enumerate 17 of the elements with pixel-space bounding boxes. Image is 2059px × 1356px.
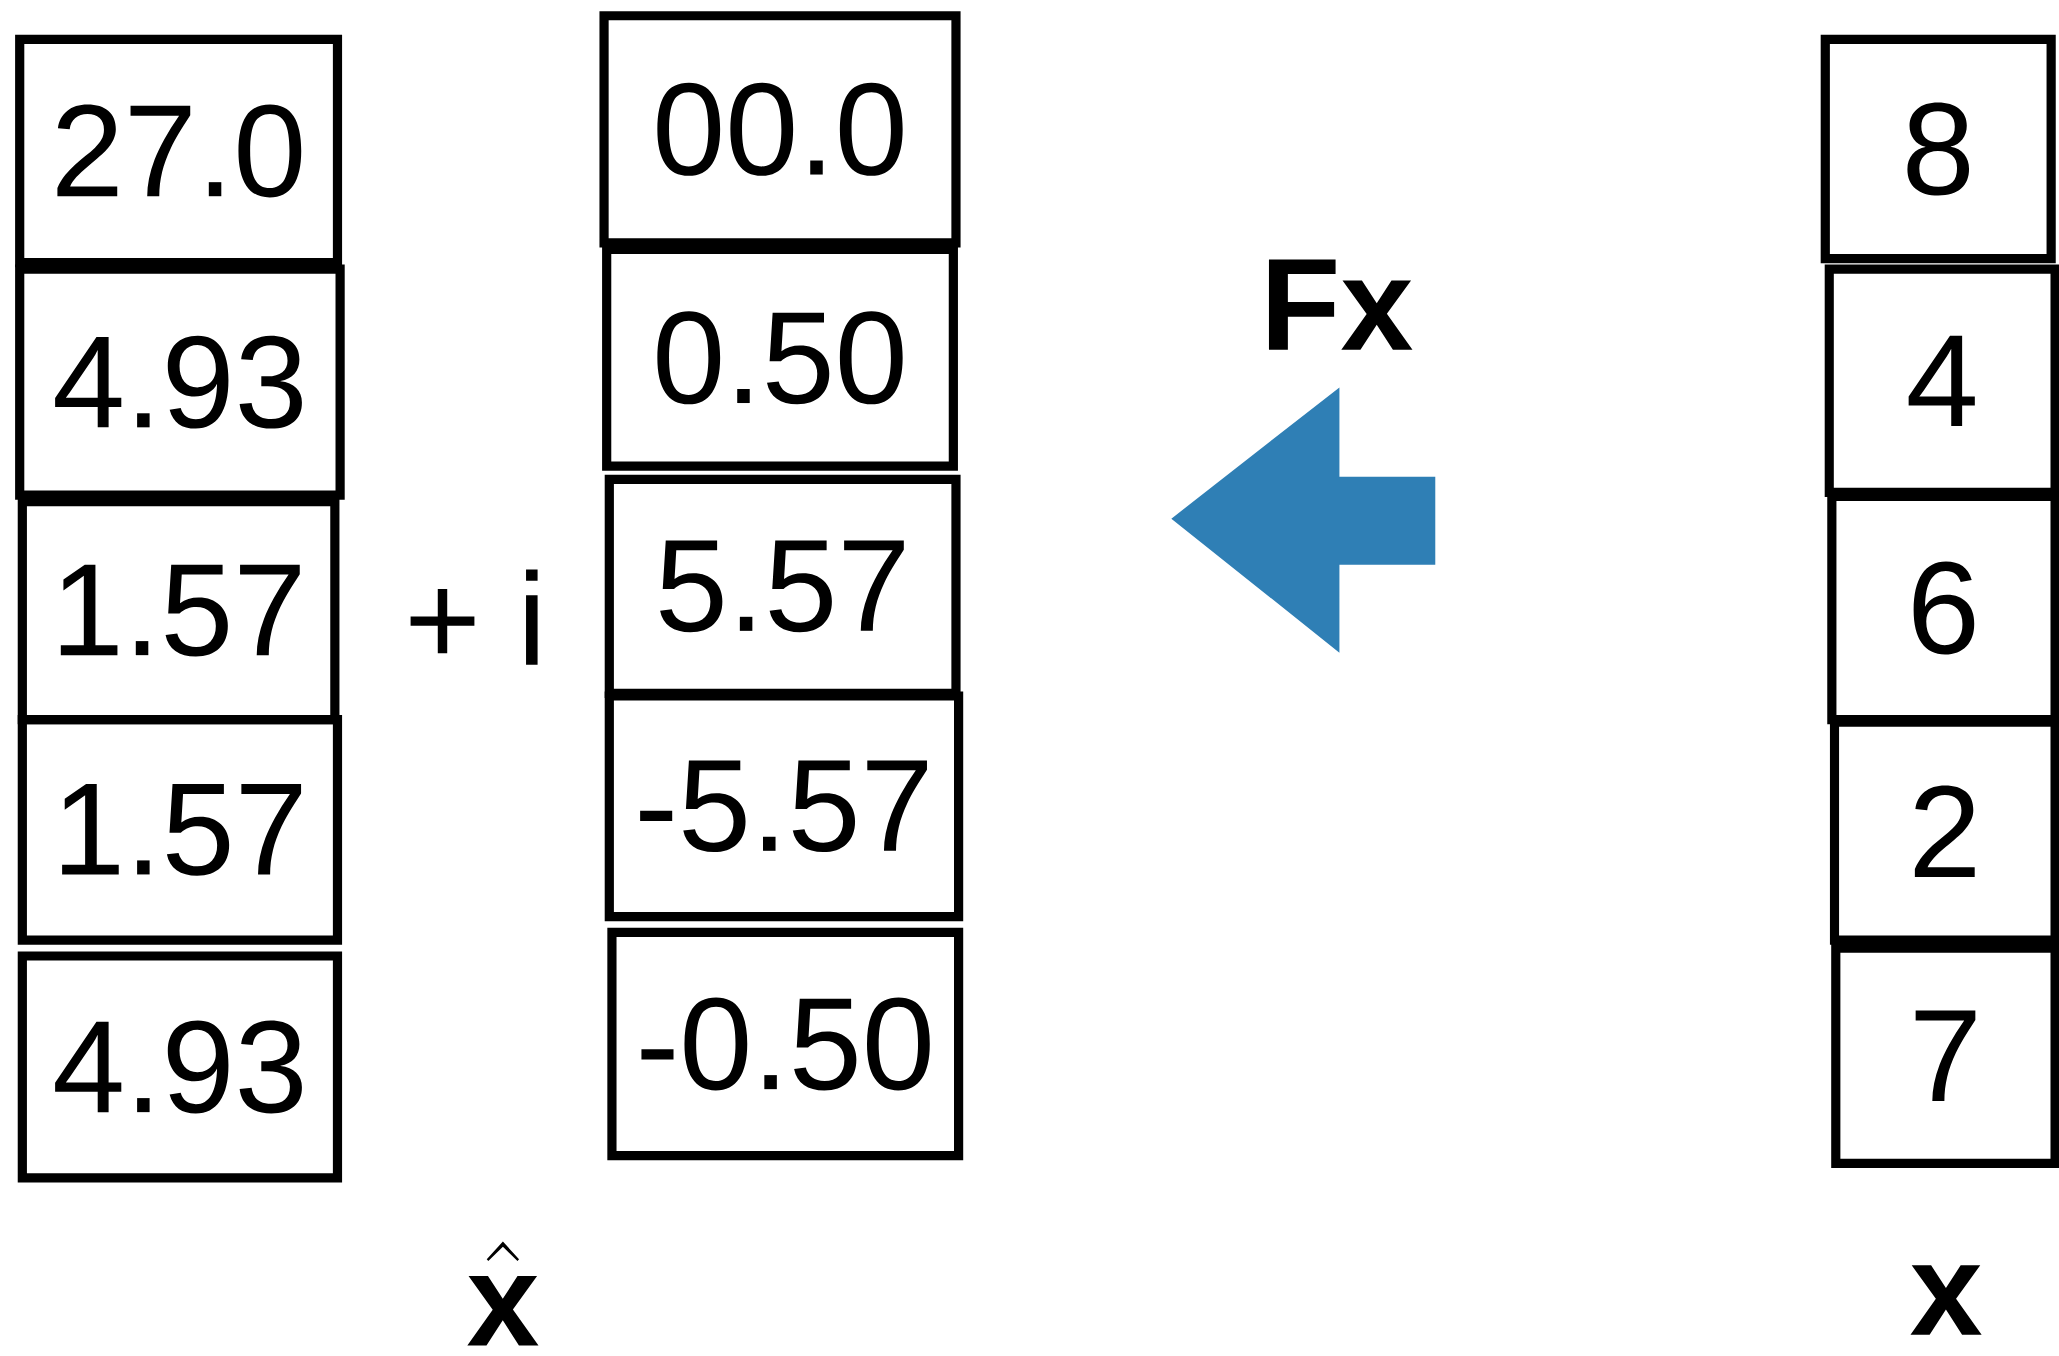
value-box: 27.0 xyxy=(15,34,343,267)
value-box: -0.50 xyxy=(607,927,964,1160)
math-label: $\mathbf{x}$ xyxy=(1910,1265,1982,1335)
value-box: 5.57 xyxy=(604,474,961,698)
value-box: 4.93 xyxy=(15,264,345,500)
value-box: 8 xyxy=(1820,34,2056,264)
value-box: 4.93 xyxy=(17,951,343,1183)
value-box: 1.57 xyxy=(17,496,340,724)
value-box: 4 xyxy=(1824,264,2059,497)
math-label: $\hat{\mathbf{x}}$ xyxy=(467,1241,539,1346)
math-label: $\mathbf{Fx}$ xyxy=(1268,259,1413,350)
value-box: 0.50 xyxy=(602,244,958,471)
value-box: -5.57 xyxy=(604,691,964,921)
value-box: 00.0 xyxy=(599,10,961,248)
value-box: 1.57 xyxy=(17,714,343,945)
value-box: 7 xyxy=(1831,943,2059,1168)
operator-label: + i xyxy=(410,569,538,665)
